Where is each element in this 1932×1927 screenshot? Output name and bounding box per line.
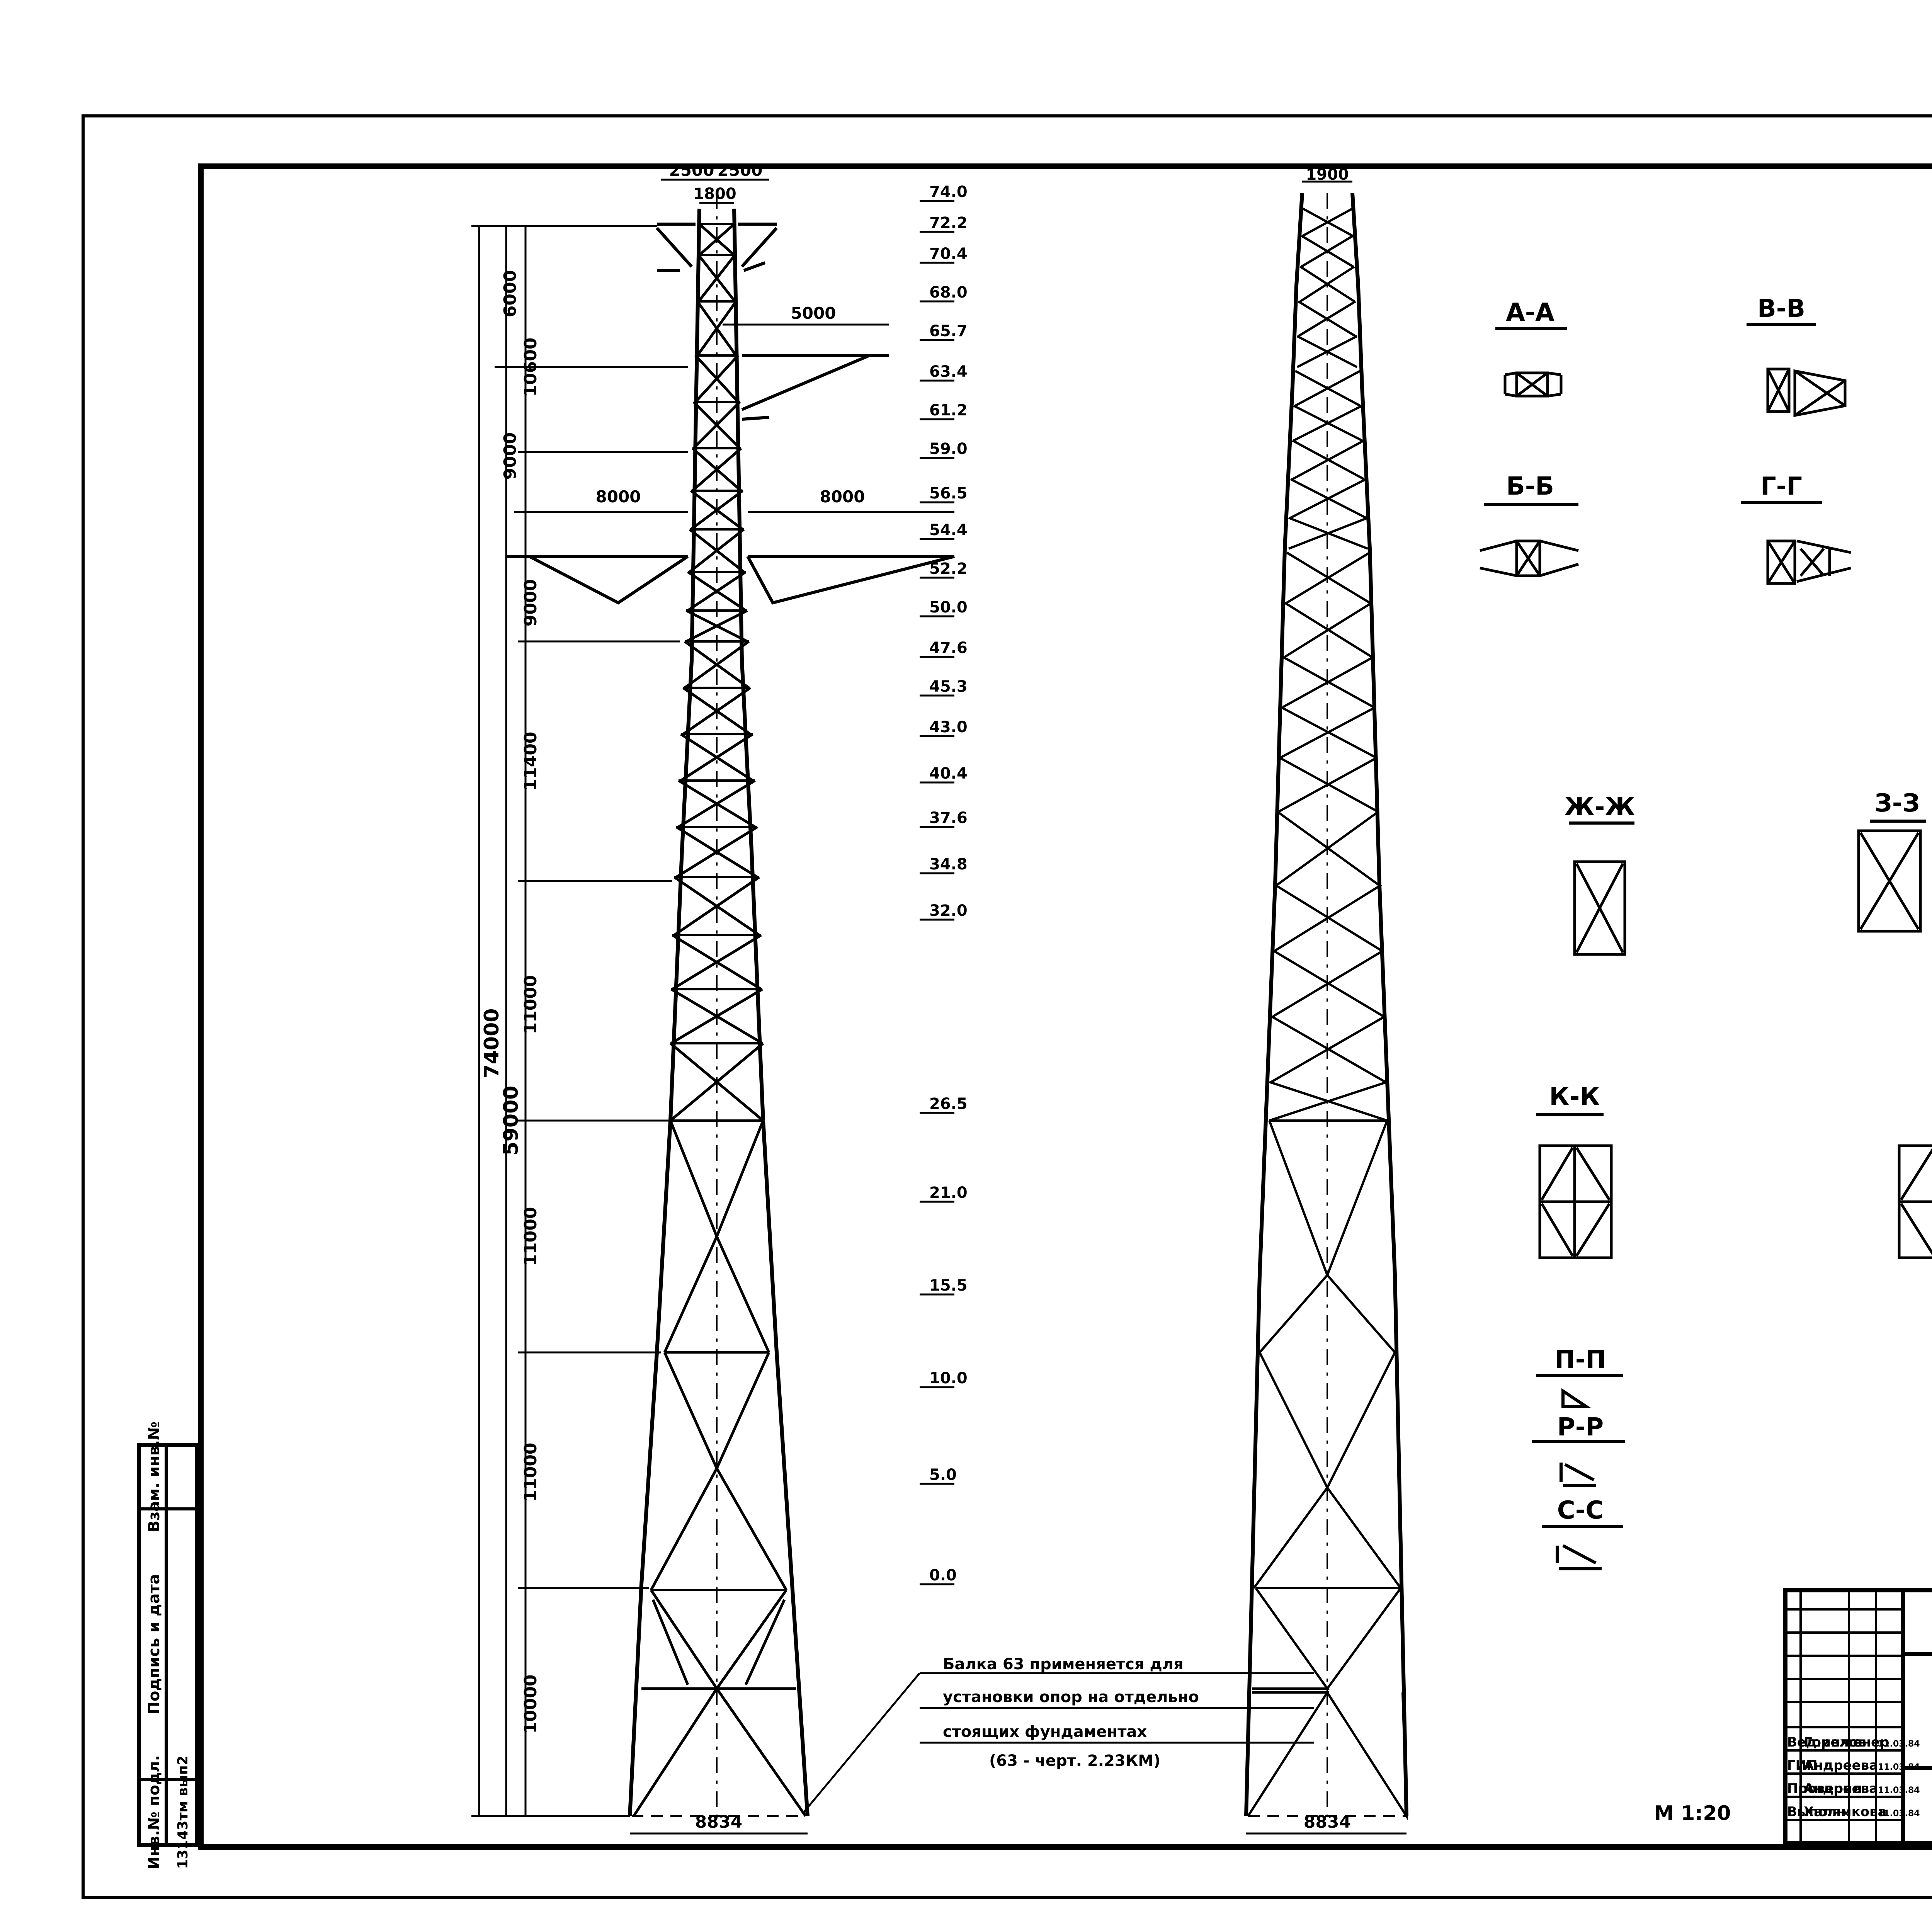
- sig-date: 11.03.84: [1878, 1739, 1920, 1749]
- side-base-width: 8834: [1304, 1812, 1351, 1832]
- lower-height: 59000: [500, 1086, 523, 1156]
- elev: 21.0: [929, 1184, 968, 1202]
- elev: 45.3: [929, 678, 968, 696]
- sig-date: 11.03.84: [1878, 1762, 1920, 1772]
- sig-date: 11.03.84: [1878, 1786, 1920, 1795]
- section-title-P-P: П-П: [1554, 1345, 1606, 1374]
- front-view-tower: 2500 2500 1800: [471, 161, 955, 1835]
- seg-height-7: 11000: [521, 1207, 541, 1266]
- elev: 52.2: [929, 560, 968, 578]
- elev: 37.6: [929, 809, 968, 827]
- elev: 68.0: [929, 284, 968, 301]
- title-block: Вед.инженер Горелов 11.03.84 ГИП Андреев…: [1783, 1588, 1932, 1845]
- section-title-A-A: А-А: [1506, 298, 1554, 327]
- elev: 50.0: [929, 599, 968, 616]
- elev: 72.2: [929, 214, 968, 232]
- base-width: 8834: [695, 1812, 742, 1832]
- note-callout: Балка 63 применяется для установки опор …: [803, 1655, 1314, 1813]
- section-title-R-R: Р-Р: [1557, 1413, 1604, 1442]
- elev: 61.2: [929, 401, 968, 419]
- crossarm-dim-right: 8000: [820, 487, 865, 506]
- outer-frame: [82, 114, 1932, 1899]
- top-dim-left: 2500: [669, 161, 714, 180]
- seg-height-5: 11400: [521, 731, 541, 791]
- elev: 54.4: [929, 521, 968, 539]
- sig-role: Вед.инженер: [1787, 1735, 1889, 1750]
- section-title-B-B: Б-Б: [1506, 472, 1554, 501]
- inv-no-label: Инв.№ подл.: [145, 1755, 163, 1869]
- section-title-K-K: К-К: [1549, 1083, 1600, 1111]
- sig-role: ГИП: [1787, 1758, 1818, 1773]
- elev: 0.0: [929, 1566, 957, 1584]
- replace-inv-label: Взам. инв.№: [145, 1422, 163, 1532]
- seg-height-6: 11000: [521, 975, 541, 1034]
- note-line-3: стоящих фундаментах: [943, 1723, 1147, 1741]
- elev: 26.5: [929, 1095, 968, 1113]
- crossarm-dim-5000: 5000: [791, 304, 836, 323]
- seg-height-2: 10600: [521, 337, 541, 396]
- elev: 56.5: [929, 485, 968, 502]
- note-line-4: (63 - черт. 2.23КМ): [989, 1752, 1160, 1770]
- scale-label: М 1:20: [1654, 1802, 1731, 1825]
- side-top-width: 1900: [1306, 166, 1349, 184]
- sig-name: Халямкова: [1804, 1804, 1887, 1820]
- top-dim-right: 2500: [718, 161, 763, 180]
- top-width: 1800: [693, 185, 736, 203]
- elev: 5.0: [929, 1466, 957, 1484]
- elev: 59.0: [929, 440, 968, 458]
- sig-role: Проверил: [1787, 1781, 1862, 1796]
- sig-name: Горелов: [1804, 1735, 1866, 1750]
- elev: 43.0: [929, 718, 968, 736]
- seg-height-4: 9000: [521, 579, 541, 626]
- sig-date: 11.03.84: [1878, 1809, 1920, 1818]
- section-title-S-S: С-С: [1557, 1496, 1604, 1525]
- elev: 34.8: [929, 855, 968, 873]
- sections: А-А В-В Д-Д Б-Б: [1480, 294, 1932, 1570]
- note-line-2: установки опор на отдельно: [943, 1688, 1199, 1706]
- note-line-1: Балка 63 применяется для: [943, 1655, 1184, 1673]
- inner-frame: [198, 163, 1932, 1850]
- seg-height-9: 10000: [521, 1674, 541, 1733]
- elev: 65.7: [929, 322, 968, 340]
- elev: 70.4: [929, 245, 968, 263]
- elev: 32.0: [929, 902, 968, 920]
- sig-name: Андреева: [1804, 1781, 1878, 1796]
- elev: 74.0: [929, 183, 968, 201]
- section-title-Z-Z: З-З: [1874, 789, 1920, 818]
- elevation-marks: 74.0 72.2 70.4 68.0 65.7 63.4 61.2 59.0 …: [920, 183, 968, 1585]
- left-stamp: Взам. инв.№ Подпись и дата Инв.№ подл. 1…: [137, 1422, 199, 1869]
- elev: 15.5: [929, 1277, 968, 1294]
- section-title-V-V: В-В: [1757, 294, 1805, 323]
- section-title-G-G: Г-Г: [1760, 472, 1802, 501]
- section-title-ZH-ZH: Ж-Ж: [1564, 793, 1635, 821]
- sig-role: Выполн.: [1787, 1804, 1851, 1820]
- side-view-tower: 1900: [1244, 166, 1408, 1835]
- elev: 40.4: [929, 765, 968, 782]
- elev: 63.4: [929, 363, 968, 381]
- overall-height: 74000: [480, 1009, 503, 1078]
- inv-no-value: 13143тм вып2: [175, 1755, 191, 1869]
- crossarm-dim-left: 8000: [596, 487, 641, 506]
- elev: 47.6: [929, 639, 968, 657]
- seg-height-8: 11000: [521, 1442, 541, 1502]
- signature-date-label: Подпись и дата: [145, 1574, 163, 1714]
- sig-name: Андреева: [1804, 1758, 1878, 1773]
- seg-height-3: 9000: [500, 432, 520, 480]
- seg-height-1: 6000: [500, 270, 520, 317]
- elev: 10.0: [929, 1369, 968, 1387]
